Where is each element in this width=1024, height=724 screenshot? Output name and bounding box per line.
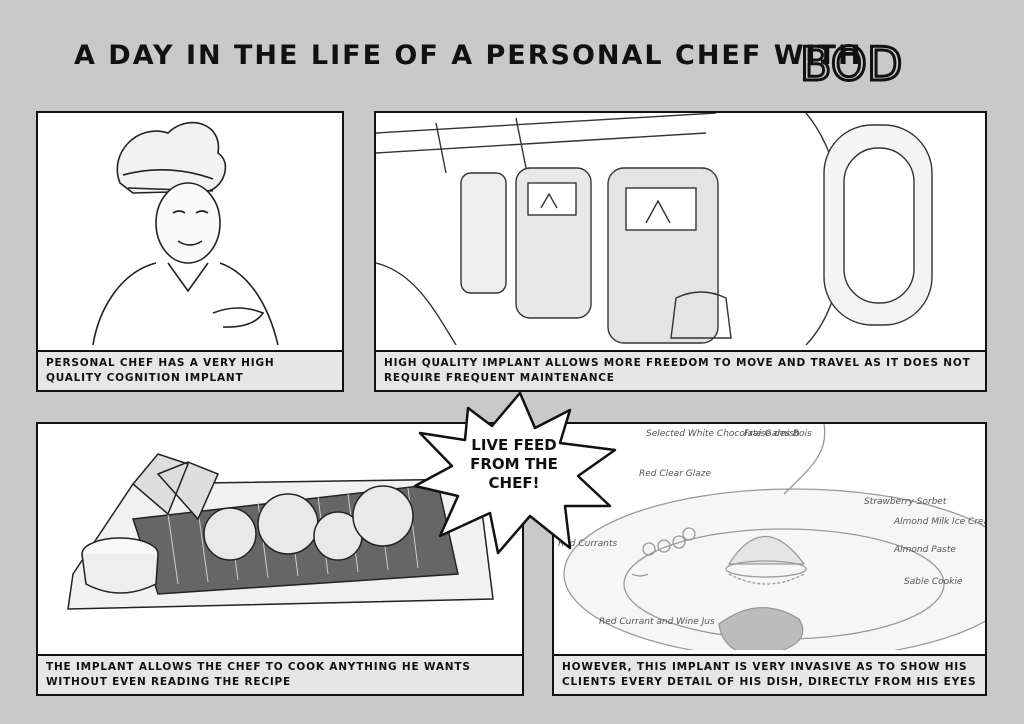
label-garnish: Selected White Chocolate Garnish bbox=[646, 429, 800, 439]
chef-illustration bbox=[92, 121, 279, 345]
bod-logo: BOD bbox=[800, 38, 904, 86]
airplane-illustration bbox=[376, 113, 933, 345]
speech-burst bbox=[413, 391, 617, 555]
label-glaze: Red Clear Glaze bbox=[639, 469, 711, 479]
salmon-illustration bbox=[67, 453, 494, 610]
speech-burst-text: LIVE FEED FROM THE CHEF! bbox=[470, 436, 558, 492]
label-almond-milk: Almond Milk Ice Cream bbox=[893, 517, 985, 527]
panel-1-caption: PERSONAL CHEF HAS A VERY HIGH QUALITY CO… bbox=[38, 350, 342, 390]
logo-text: BOD bbox=[800, 38, 902, 86]
label-currant-jus: Red Currant and Wine Jus bbox=[599, 617, 715, 627]
panel-dessert-plating: Selected White Chocolate Garnish Fraise … bbox=[552, 422, 987, 696]
label-sorbet: Strawberry Sorbet bbox=[864, 497, 947, 507]
panel-3-caption: THE IMPLANT ALLOWS THE CHEF TO COOK ANYT… bbox=[38, 654, 522, 694]
panel-chef-portrait: PERSONAL CHEF HAS A VERY HIGH QUALITY CO… bbox=[36, 111, 344, 392]
dessert-illustration: Selected White Chocolate Garnish Fraise … bbox=[558, 424, 985, 650]
label-fraise: Fraise des Bois bbox=[744, 429, 812, 439]
label-almond-paste: Almond Paste bbox=[893, 545, 956, 555]
label-red-currants: Red Currants bbox=[558, 539, 618, 549]
label-sable: Sable Cookie bbox=[904, 577, 963, 587]
panel-4-caption: HOWEVER, THIS IMPLANT IS VERY INVASIVE A… bbox=[554, 654, 985, 694]
panel-salmon-platter: THE IMPLANT ALLOWS THE CHEF TO COOK ANYT… bbox=[36, 422, 524, 696]
page-title: A DAY IN THE LIFE OF A PERSONAL CHEF WIT… bbox=[74, 40, 863, 71]
panel-2-caption: HIGH QUALITY IMPLANT ALLOWS MORE FREEDOM… bbox=[376, 350, 985, 390]
panel-airplane-cabin: HIGH QUALITY IMPLANT ALLOWS MORE FREEDOM… bbox=[374, 111, 987, 392]
